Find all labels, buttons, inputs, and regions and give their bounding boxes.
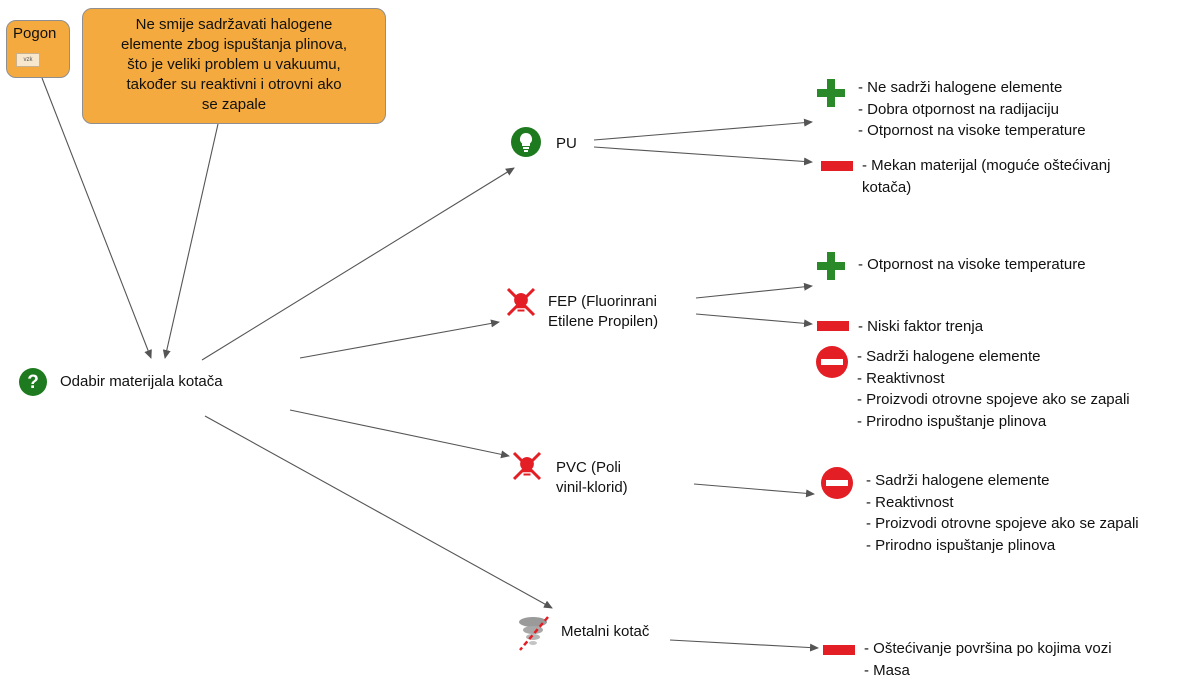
list-item: - Otpornost na visoke temperature xyxy=(858,122,1086,140)
note-halogen[interactable]: Ne smije sadržavati halogene elemente zb… xyxy=(82,8,386,124)
fep-stop-list: - Sadrži halogene elemente - Reaktivnost… xyxy=(857,346,1130,432)
material-pu-label[interactable]: PU xyxy=(556,135,577,152)
edge-pvc-to-stop xyxy=(693,483,815,498)
no-entry-icon xyxy=(821,467,853,499)
svg-text:?: ? xyxy=(27,372,39,393)
list-item: kotača) xyxy=(862,178,912,196)
edge-central-to-metal xyxy=(204,415,553,609)
list-item: - Ne sadrži halogene elemente xyxy=(858,79,1063,96)
edge-note-to-central xyxy=(162,123,219,359)
minus-icon xyxy=(823,645,855,655)
fep-pro-list: - Otpornost na visoke temperature xyxy=(858,254,1086,276)
crossed-lightbulb-icon xyxy=(512,451,542,481)
note-pogon-title: Pogon xyxy=(13,25,57,42)
central-node-label[interactable]: Odabir materijala kotača xyxy=(60,373,223,390)
material-metal-label[interactable]: Metalni kotač xyxy=(561,623,650,640)
lightbulb-icon xyxy=(511,127,541,157)
list-item: - Dobra otpornost na radijaciju xyxy=(858,100,1059,118)
list-item: - Niski faktor trenja xyxy=(858,318,984,335)
pu-pro-list: - Ne sadrži halogene elemente - Dobra ot… xyxy=(858,77,1086,142)
list-item: - Sadrži halogene elemente xyxy=(857,348,1041,365)
list-item: - Proizvodi otrovne spojeve ako se zapal… xyxy=(857,391,1130,409)
edge-central-to-pvc xyxy=(289,409,510,459)
note-pogon-chip: vzk xyxy=(16,53,40,67)
edge-pu-to-pro xyxy=(593,118,813,141)
edge-fep-to-pro xyxy=(695,282,813,299)
list-item: - Masa xyxy=(864,661,910,679)
list-item: - Reaktivnost xyxy=(866,493,954,511)
material-fep-label[interactable]: FEP (Fluorinrani Etilene Propilen) xyxy=(548,293,659,330)
crossed-lightbulb-icon xyxy=(506,287,536,317)
edge-central-to-fep xyxy=(299,319,500,359)
note-pogon[interactable]: Pogon vzk xyxy=(6,20,70,78)
edge-central-to-pu xyxy=(201,167,515,361)
no-entry-icon xyxy=(816,346,848,378)
material-pvc-label[interactable]: PVC (Poli vinil-klorid) xyxy=(556,459,628,496)
list-item: - Sadrži halogene elemente xyxy=(866,472,1050,489)
fep-con-list: - Niski faktor trenja xyxy=(858,316,983,338)
list-item: - Otpornost na visoke temperature xyxy=(858,256,1086,273)
pvc-stop-list: - Sadrži halogene elemente - Reaktivnost… xyxy=(866,470,1139,556)
edge-pu-to-con xyxy=(593,146,813,166)
plus-icon xyxy=(817,79,845,107)
edge-fep-to-con xyxy=(695,313,813,328)
question-icon: ? xyxy=(19,368,47,396)
minus-icon xyxy=(817,321,849,331)
edge-metal-to-con xyxy=(669,639,819,652)
list-item: - Prirodno ispuštanje plinova xyxy=(866,536,1056,554)
metal-con-list: - Oštećivanje površina po kojima vozi - … xyxy=(864,638,1112,681)
list-item: - Mekan materijal (moguće oštećivanj xyxy=(862,157,1111,174)
list-item: - Oštećivanje površina po kojima vozi xyxy=(864,640,1112,657)
list-item: - Prirodno ispuštanje plinova xyxy=(857,412,1047,430)
minus-icon xyxy=(821,161,853,171)
note-halogen-text: Ne smije sadržavati halogene elemente zb… xyxy=(121,16,347,113)
list-item: - Proizvodi otrovne spojeve ako se zapal… xyxy=(866,515,1139,533)
pu-con-list: - Mekan materijal (moguće oštećivanj kot… xyxy=(862,155,1110,198)
crossed-tornado-icon xyxy=(519,616,549,651)
plus-icon xyxy=(817,252,845,280)
list-item: - Reaktivnost xyxy=(857,369,945,387)
